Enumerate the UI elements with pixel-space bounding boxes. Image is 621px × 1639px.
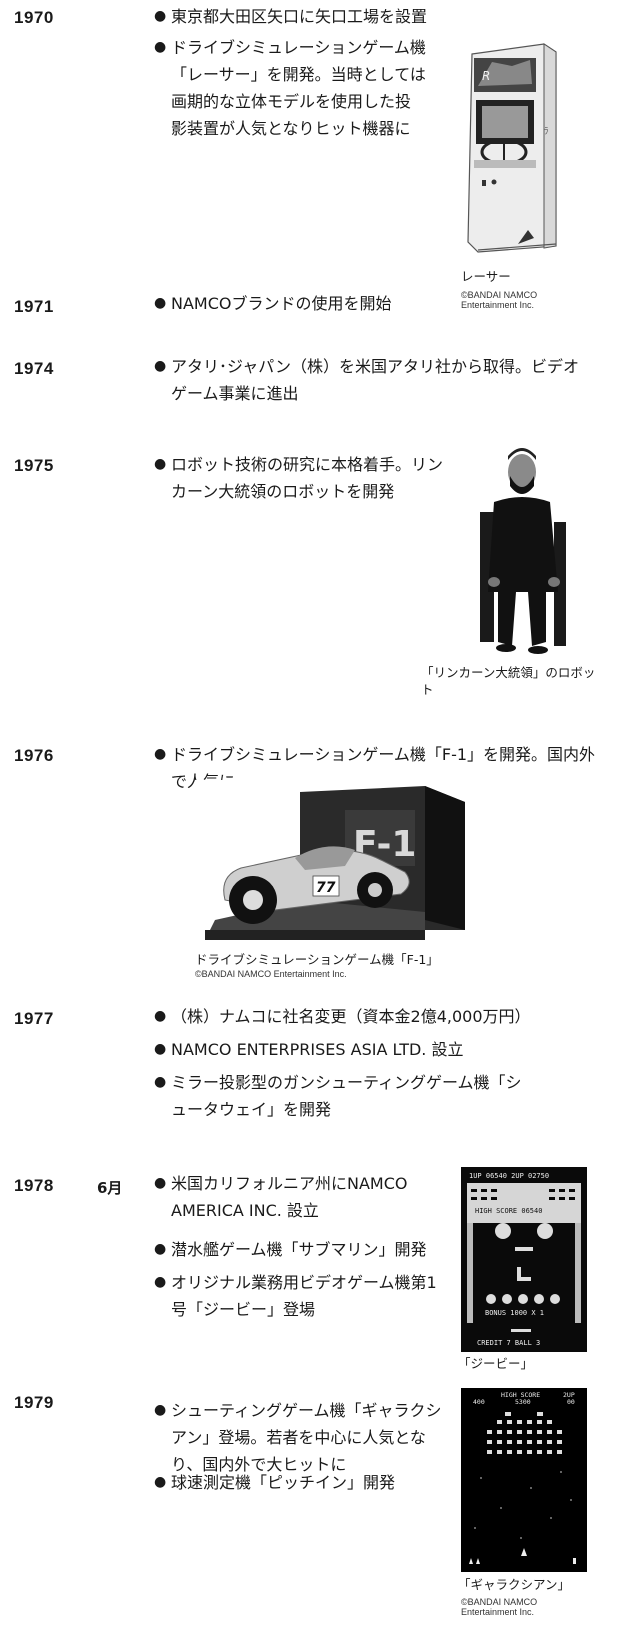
gee-bee-score-top: 1UP 06540 2UP 02750: [469, 1172, 549, 1180]
list-item: ● 米国カリフォルニア州にNAMCO AMERICA INC. 設立: [154, 1170, 452, 1224]
f1-cabinet-photo: F-1 77: [195, 780, 480, 945]
car-number: 77: [316, 880, 336, 896]
photo-caption: 「ジービー」: [458, 1356, 534, 1371]
year-1977: 1977: [14, 1009, 54, 1028]
bullet-icon: ●: [154, 1241, 167, 1257]
galaxian-1up-score: 400: [473, 1398, 485, 1406]
year-1976: 1976: [14, 746, 54, 765]
bullet-icon: ●: [154, 8, 167, 24]
bullet-icon: ●: [154, 456, 167, 472]
copyright-text: ©BANDAI NAMCO Entertainment Inc.: [461, 290, 538, 310]
list-item: ● NAMCOブランドの使用を開始: [154, 290, 444, 317]
year-1974: 1974: [14, 359, 54, 378]
copyright-text: ©BANDAI NAMCO Entertainment Inc.: [461, 1597, 538, 1617]
list-item: ● 球速測定機「ピッチイン」開発: [154, 1469, 454, 1496]
year-1971: 1971: [14, 297, 54, 316]
alien-formation: [487, 1412, 562, 1454]
bullet-icon: ●: [154, 358, 167, 374]
bullet-icon: ●: [154, 1474, 167, 1490]
photo-caption: 「ギャラクシアン」: [458, 1577, 571, 1592]
copyright-text: ©BANDAI NAMCO Entertainment Inc.: [195, 969, 347, 979]
bullet-icon: ●: [154, 295, 167, 311]
year-1970: 1970: [14, 8, 54, 27]
galaxian-high-score-label: HIGH SCORE: [501, 1391, 540, 1399]
bullet-icon: ●: [154, 39, 167, 55]
photo-caption: レーサー: [461, 269, 511, 284]
list-item: ● 潜水艦ゲーム機「サブマリン」開発: [154, 1236, 452, 1263]
bullet-icon: ●: [154, 1402, 167, 1418]
galaxian-screenshot: HIGH SCORE 5300 400 2UP 00: [461, 1388, 587, 1572]
year-1978: 1978: [14, 1176, 54, 1195]
photo-caption: 「リンカーン大統領」のロボット: [421, 665, 596, 697]
list-item: ● ロボット技術の研究に本格着手。リンカーン大統領のロボットを開発: [154, 451, 444, 505]
month-label: 6月: [97, 1179, 123, 1197]
bullet-icon: ●: [154, 746, 167, 762]
list-item: ● ドライブシミュレーションゲーム機「レーサー」を開発。当時としては画期的な立体…: [154, 34, 426, 142]
list-item: ● オリジナル業務用ビデオゲーム機第1号「ジービー」登場: [154, 1269, 452, 1323]
list-item: ● 東京都大田区矢口に矢口工場を設置: [154, 3, 484, 30]
galaxian-high-score-value: 5300: [515, 1398, 531, 1406]
photo-caption: ドライブシミュレーションゲーム機「F-1」: [195, 952, 439, 967]
list-item: ● ミラー投影型のガンシューティングゲーム機「シュータウェイ」を開発: [154, 1069, 534, 1123]
gee-bee-bonus: BONUS 1000 X 1: [485, 1309, 544, 1317]
year-1975: 1975: [14, 456, 54, 475]
bullet-icon: ●: [154, 1041, 167, 1057]
svg-text:R: R: [482, 69, 490, 83]
year-1979: 1979: [14, 1393, 54, 1412]
bullet-icon: ●: [154, 1074, 167, 1090]
galaxian-2up-score: 00: [567, 1398, 575, 1406]
gee-bee-credit: CREDIT 7 BALL 3: [477, 1339, 540, 1347]
bullet-icon: ●: [154, 1274, 167, 1290]
bullet-icon: ●: [154, 1008, 167, 1024]
bullet-icon: ●: [154, 1175, 167, 1191]
racer-cabinet-photo: R ﾗ: [458, 34, 570, 264]
list-item: ● シューティングゲーム機「ギャラクシアン」登場。若者を中心に人気となり、国内外…: [154, 1397, 454, 1478]
gee-bee-high-score: HIGH SCORE 06540: [475, 1207, 542, 1215]
player-ship-icon: [521, 1548, 527, 1556]
svg-text:ﾗ: ﾗ: [544, 126, 549, 137]
list-item: ● （株）ナムコに社名変更（資本金2億4,000万円）: [154, 1003, 604, 1030]
gee-bee-screenshot: 1UP 06540 2UP 02750 HIGH SCORE 06540 BON…: [461, 1167, 587, 1352]
list-item: ● アタリ･ジャパン（株）を米国アタリ社から取得。ビデオゲーム事業に進出: [154, 353, 594, 407]
lincoln-robot-photo: [472, 442, 584, 662]
galaxian-2up-label: 2UP: [563, 1391, 575, 1399]
list-item: ● NAMCO ENTERPRISES ASIA LTD. 設立: [154, 1036, 604, 1063]
